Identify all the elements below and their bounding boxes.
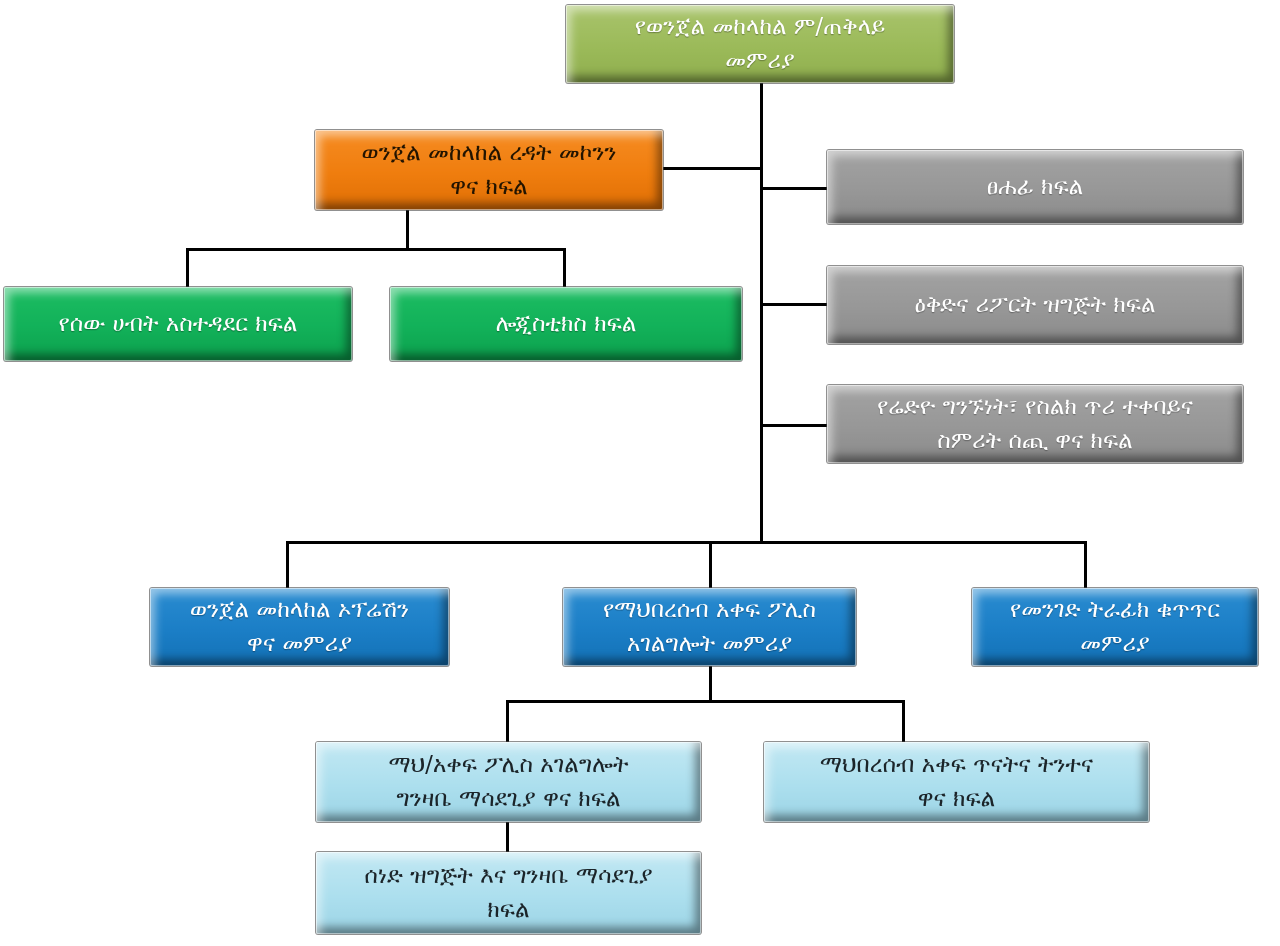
org-node-root-label: የወንጀል መከላከል ም/ጠቅላይ መምሪያ [635,10,886,78]
connector-assistant-drop [406,210,409,250]
org-node-assistant-officer-label: ወንጀል መከላከል ረዳት መኮንን ዋና ክፍል [362,136,617,204]
org-node-awareness: ማህ/አቀፍ ፖሊስ አገልግሎት ግንዛቤ ማሳደጊያ ዋና ክፍል [316,742,701,822]
connector-trunk-vertical [760,83,763,544]
label-line: መምሪያ [1080,631,1150,657]
org-node-logistics-label: ሎጂስቲክስ ክፍል [496,307,637,341]
connector-community-down [709,666,712,702]
org-node-community-police: የማህበረሰብ አቀፍ ፖሊስ አገልግሎት መምሪያ [563,588,856,666]
org-node-assistant-officer: ወንጀል መከላከል ረዳት መኮንን ዋና ክፍል [315,130,663,210]
org-node-operation: ወንጀል መከላከል ኦፕሬሽን ዋና መምሪያ [150,588,449,666]
connector-document-link [506,822,509,852]
label-line: ግንዛቤ ማሳደጊያ ዋና ክፍል [396,786,621,812]
org-node-secretary-label: ፀሐፊ ክፍል [987,170,1083,204]
org-node-plan-report: ዕቅድና ሪፖርት ዝግጅት ክፍል [827,266,1243,344]
label-line: ፀሐፊ ክፍል [986,174,1084,200]
connector-operation-drop [286,543,289,588]
org-node-traffic-control-label: የመንገድ ትራፊክ ቁጥጥር መምሪያ [1010,593,1220,661]
label-line: ሰነድ ዝግጅት እና ግንዛቤ ማሳደጊያ [364,863,653,889]
org-node-plan-report-label: ዕቅድና ሪፖርት ዝግጅት ክፍል [914,288,1155,322]
org-node-radio-dispatch: የሬድዮ ግንኙነት፣ የስልክ ጥሪ ተቀባይና ስምሪት ሰጪ ዋና ክፍል [827,385,1243,463]
org-node-community-police-label: የማህበረሰብ አቀፍ ፖሊስ አገልግሎት መምሪያ [603,593,816,661]
org-node-radio-dispatch-label: የሬድዮ ግንኙነት፣ የስልክ ጥሪ ተቀባይና ስምሪት ሰጪ ዋና ክፍል [877,390,1193,458]
org-node-human-resources: የሰው ሀብት አስተዳደር ክፍል [4,287,352,361]
org-node-awareness-label: ማህ/አቀፍ ፖሊስ አገልግሎት ግንዛቤ ማሳደጊያ ዋና ክፍል [388,748,628,816]
org-node-study-analysis-label: ማህበረሰብ አቀፍ ጥናትና ትንተና ዋና ክፍል [820,748,1093,816]
connector-radio-horizontal [762,424,827,427]
label-line: የሰው ሀብት አስተዳደር ክፍል [58,311,298,337]
label-line: ስምሪት ሰጪ ዋና ክፍል [937,428,1133,454]
connector-hr-drop [186,250,189,287]
connector-community-drop [709,543,712,588]
label-line: ክፍል [487,897,530,923]
connector-subunit-branch [506,700,905,703]
connector-plan-horizontal [762,303,827,306]
label-line: ሎጂስቲክስ ክፍል [495,311,637,337]
org-node-document-prep-label: ሰነድ ዝግጅት እና ግንዛቤ ማሳደጊያ ክፍል [364,859,652,927]
org-node-logistics: ሎጂስቲክስ ክፍል [390,287,742,361]
org-node-human-resources-label: የሰው ሀብት አስተዳደር ክፍል [59,307,298,341]
label-line: ማህበረሰብ አቀፍ ጥናትና ትንተና [819,752,1094,778]
label-line: ዕቅድና ሪፖርት ዝግጅት ክፍል [914,292,1156,318]
connector-traffic-drop [1084,543,1087,588]
label-line: የወንጀል መከላከል ም/ጠቅላይ [634,14,886,40]
org-node-document-prep: ሰነድ ዝግጅት እና ግንዛቤ ማሳደጊያ ክፍል [316,852,701,934]
label-line: የሬድዮ ግንኙነት፣ የስልክ ጥሪ ተቀባይና [877,394,1193,420]
org-node-study-analysis: ማህበረሰብ አቀፍ ጥናትና ትንተና ዋና ክፍል [764,742,1149,822]
org-node-traffic-control: የመንገድ ትራፊክ ቁጥጥር መምሪያ [972,588,1258,666]
connector-assistant-horizontal [663,167,762,170]
connector-logistics-drop [563,250,566,287]
connector-awareness-drop [506,702,509,742]
org-node-operation-label: ወንጀል መከላከል ኦፕሬሽን ዋና መምሪያ [190,593,409,661]
label-line: ዋና ክፍል [450,174,528,200]
label-line: አገልግሎት መምሪያ [626,631,793,657]
connector-blue-branch [286,541,1087,544]
label-line: የማህበረሰብ አቀፍ ፖሊስ [602,597,817,623]
label-line: የመንገድ ትራፊክ ቁጥጥር [1009,597,1221,623]
org-node-root: የወንጀል መከላከል ም/ጠቅላይ መምሪያ [566,5,954,83]
connector-secretary-horizontal [762,187,827,190]
label-line: ወንጀል መከላከል ረዳት መኮንን [361,140,617,166]
connector-green-branch [186,248,566,251]
label-line: ዋና ክፍል [917,786,996,812]
label-line: ዋና መምሪያ [247,631,352,657]
label-line: ማህ/አቀፍ ፖሊስ አገልግሎት [388,752,629,778]
label-line: መምሪያ [725,48,795,74]
org-node-secretary: ፀሐፊ ክፍል [827,150,1243,224]
label-line: ወንጀል መከላከል ኦፕሬሽን [189,597,410,623]
connector-study-drop [902,702,905,742]
